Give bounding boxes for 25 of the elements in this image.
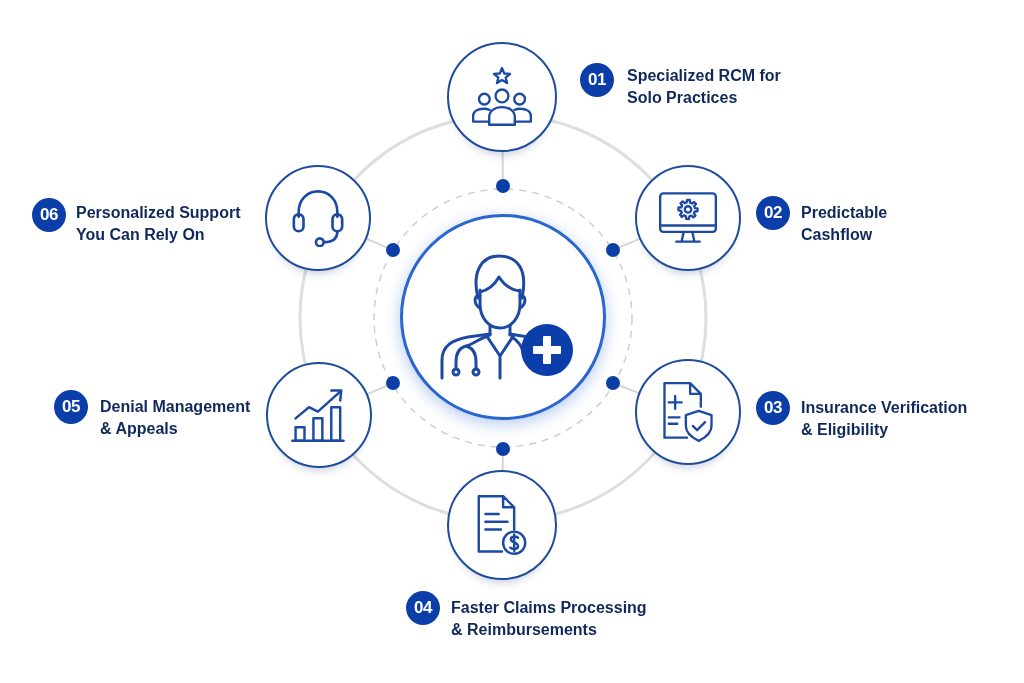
center-circle <box>400 214 606 420</box>
number-badge: 01 <box>580 63 614 97</box>
number-badge: 05 <box>54 390 88 424</box>
connector-dot <box>606 376 620 390</box>
feature-label: Faster Claims Processing & Reimbursements <box>451 598 648 640</box>
feature-label: Specialized RCM for Solo Practices <box>627 66 782 108</box>
connector-dot <box>496 442 510 456</box>
feature-label: Denial Management & Appeals <box>100 397 252 439</box>
connector-line <box>618 384 640 394</box>
number-badge: 03 <box>756 391 790 425</box>
connector-dot <box>496 179 510 193</box>
connector-line <box>501 151 504 180</box>
feature-label: Predictable Cashflow <box>801 203 889 245</box>
connector-dot <box>606 243 620 257</box>
number-badge: 02 <box>756 196 790 230</box>
connector-line <box>365 237 388 249</box>
connector-dot <box>386 243 400 257</box>
connector-line <box>501 455 504 471</box>
connector-dot <box>386 376 400 390</box>
number-badge: 04 <box>406 591 440 625</box>
feature-label: Personalized Support You Can Rely On <box>76 203 242 245</box>
connector-line <box>366 384 388 395</box>
feature-label: Insurance Verification & Eligibility <box>801 398 969 440</box>
connector-line <box>618 237 641 249</box>
number-badge: 06 <box>32 198 66 232</box>
